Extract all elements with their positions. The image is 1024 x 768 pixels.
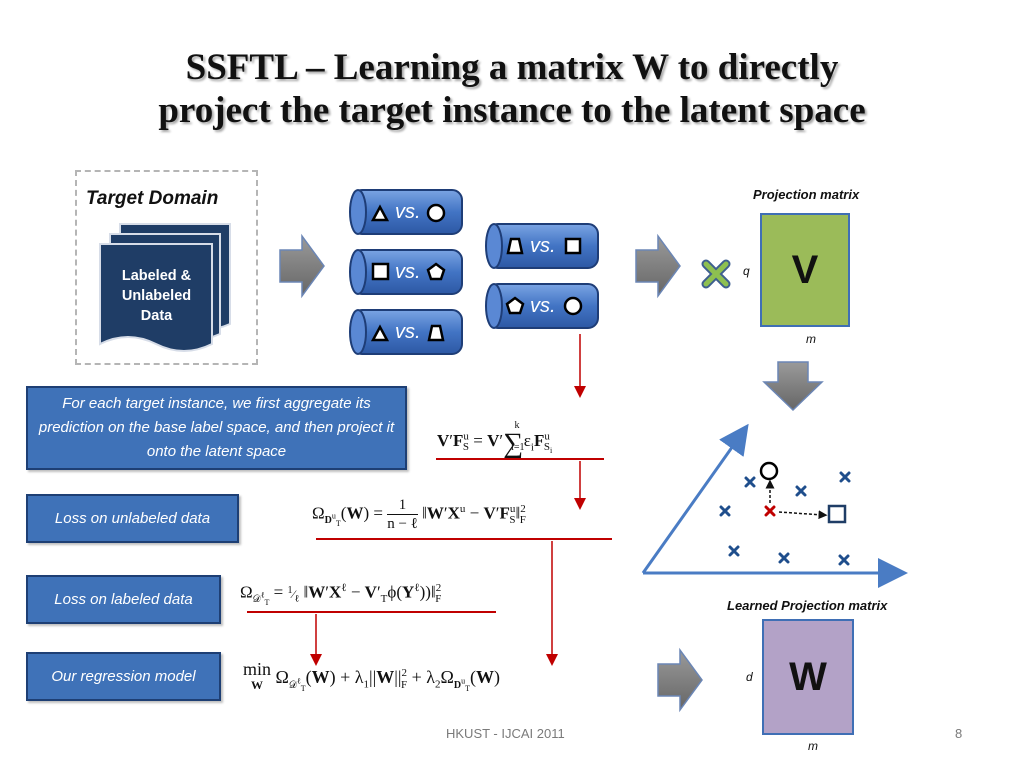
classifier-cylinder-1 bbox=[349, 189, 463, 235]
target-domain-box bbox=[75, 170, 258, 365]
classifier-cylinder-3 bbox=[349, 309, 463, 355]
document-label: Labeled & Unlabeled Data bbox=[121, 268, 192, 324]
formula-loss-labeled: Ω𝒟ℓT = 1⁄ℓ ‖W′Xℓ − V′Tϕ(Yℓ))‖2F bbox=[240, 582, 442, 608]
learned-projection-label: Learned Projection matrix bbox=[727, 598, 888, 613]
red-cross-icon bbox=[764, 505, 776, 517]
square-icon bbox=[827, 504, 847, 524]
target-domain-label: Target Domain bbox=[86, 188, 219, 209]
trapezoid-icon bbox=[506, 237, 524, 255]
regression-model-box: Our regression model bbox=[26, 652, 221, 701]
aggregate-description-box: For each target instance, we first aggre… bbox=[26, 386, 407, 470]
title-line-1: SSFTL – Learning a matrix W to directly bbox=[185, 47, 839, 88]
matrix-w bbox=[762, 619, 854, 735]
formula-aggregate: V′FuS = V′∑i=1k εiFuSi bbox=[437, 420, 553, 459]
square-icon bbox=[564, 237, 582, 255]
circle-icon bbox=[426, 203, 446, 223]
pentagon-icon bbox=[426, 262, 446, 281]
block-arrow-3 bbox=[657, 647, 703, 713]
footer-text: HKUST - IJCAI 2011 bbox=[446, 726, 565, 741]
loss-unlabeled-box: Loss on unlabeled data bbox=[26, 494, 239, 543]
page-number: 8 bbox=[955, 726, 963, 741]
vs-label: vs. bbox=[395, 321, 421, 343]
matrix-w-letter: W bbox=[789, 654, 827, 699]
circle-icon bbox=[759, 461, 779, 481]
dim-m-label: m bbox=[806, 332, 816, 346]
vs-label: vs. bbox=[395, 201, 421, 223]
matrix-v bbox=[760, 213, 850, 327]
blue-cross-icons bbox=[719, 471, 851, 566]
dim-d-label: d bbox=[746, 670, 753, 684]
latent-space-axes bbox=[641, 423, 908, 588]
triangle-icon bbox=[370, 204, 390, 222]
trapezoid-icon bbox=[427, 324, 445, 342]
vs-label: vs. bbox=[530, 235, 556, 257]
triangle-icon bbox=[370, 324, 390, 342]
dim-q-label: q bbox=[743, 264, 750, 278]
block-arrow-1 bbox=[279, 233, 325, 299]
pentagon-icon bbox=[505, 296, 525, 315]
matrix-v-letter: V bbox=[791, 247, 819, 292]
green-cross-icon bbox=[701, 259, 731, 289]
classifier-cylinder-5 bbox=[485, 283, 599, 329]
slide-title: SSFTL – Learning a matrix W to directly … bbox=[30, 46, 994, 132]
classifier-cylinder-2 bbox=[349, 249, 463, 295]
block-arrow-down bbox=[762, 361, 824, 412]
title-line-2: project the target instance to the laten… bbox=[158, 90, 866, 131]
projection-matrix-label: Projection matrix bbox=[753, 187, 860, 202]
vs-label: vs. bbox=[395, 261, 421, 283]
dim-m-label-2: m bbox=[808, 739, 818, 753]
loss-labeled-box: Loss on labeled data bbox=[26, 575, 221, 624]
circle-icon bbox=[563, 296, 583, 316]
square-icon bbox=[371, 262, 390, 281]
dashed-arrow-right bbox=[778, 510, 828, 520]
vs-label: vs. bbox=[530, 295, 556, 317]
block-arrow-2 bbox=[635, 233, 681, 299]
classifier-cylinder-4 bbox=[485, 223, 599, 269]
